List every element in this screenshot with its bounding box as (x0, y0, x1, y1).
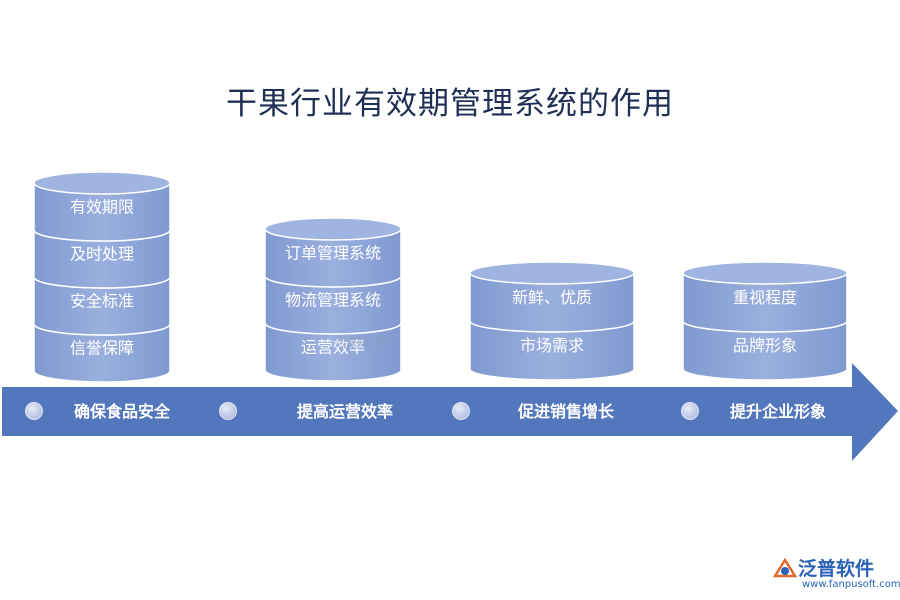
timeline-arrow (2, 363, 898, 461)
cylinder-top (469, 261, 635, 285)
cylinder-top (264, 217, 402, 241)
arrow-step-label: 提升企业形象 (730, 402, 826, 421)
cylinder-body (33, 229, 171, 289)
cylinder-layer-label: 新鲜、优质 (512, 288, 592, 307)
arrow-step-label: 提高运营效率 (297, 402, 393, 421)
timeline-dot (25, 402, 43, 420)
arrow-labels: 确保食品安全 提高运营效率 促进销售增长 提升企业形象 (25, 402, 826, 421)
cylinder-layer-label: 及时处理 (70, 245, 134, 264)
logo-url: www.fanpusoft.com (802, 579, 900, 590)
cylinder-body (264, 275, 402, 335)
cylinder-layer-label: 市场需求 (520, 336, 584, 355)
cylinder-body (264, 228, 402, 288)
timeline-dot (219, 402, 237, 420)
cylinder-top (33, 171, 171, 195)
page-title: 干果行业有效期管理系统的作用 (226, 86, 674, 122)
cylinder-body (264, 322, 402, 382)
cylinder-body (469, 272, 635, 333)
arrow-shape (2, 363, 898, 461)
arrow-step-label: 促进销售增长 (517, 402, 615, 421)
cylinder-layer-label: 信誉保障 (70, 339, 134, 358)
cylinder-layer-label: 品牌形象 (733, 336, 797, 355)
logo-name: 泛普软件 (798, 558, 875, 580)
cylinder-layer: 新鲜、优质 (469, 261, 635, 333)
watermark: 泛普软件 (336, 336, 389, 351)
cylinder-layer: 重视程度 (682, 261, 848, 333)
cylinder-layer-label: 物流管理系统 (285, 291, 381, 310)
cylinder-body (682, 272, 848, 333)
brand-logo: 泛普软件 www.fanpusoft.com (768, 552, 900, 594)
cylinder-body (469, 320, 635, 381)
cylinder-body (33, 323, 171, 383)
cylinder-stack-1: 信誉保障 安全标准 及时处理 有效期限 (33, 171, 171, 383)
cylinder-body (33, 182, 171, 242)
cylinder-layer-label: 运营效率 (301, 338, 365, 357)
arrow-step-label: 确保食品安全 (74, 402, 171, 421)
cylinder-layer-label: 订单管理系统 (285, 244, 381, 263)
cylinder-body (33, 276, 171, 336)
cylinder-layer-label: 安全标准 (70, 292, 134, 311)
cylinder-layer: 有效期限 (33, 171, 171, 242)
timeline-dot (452, 402, 470, 420)
cylinder-top (682, 261, 848, 285)
cylinder-layer-label: 重视程度 (733, 288, 797, 307)
cylinder-layer-label: 有效期限 (70, 198, 134, 217)
logo-mark-icon (772, 557, 798, 578)
cylinder-body (682, 320, 848, 381)
cylinder-layer: 订单管理系统 (264, 217, 402, 288)
timeline-dot (681, 402, 699, 420)
